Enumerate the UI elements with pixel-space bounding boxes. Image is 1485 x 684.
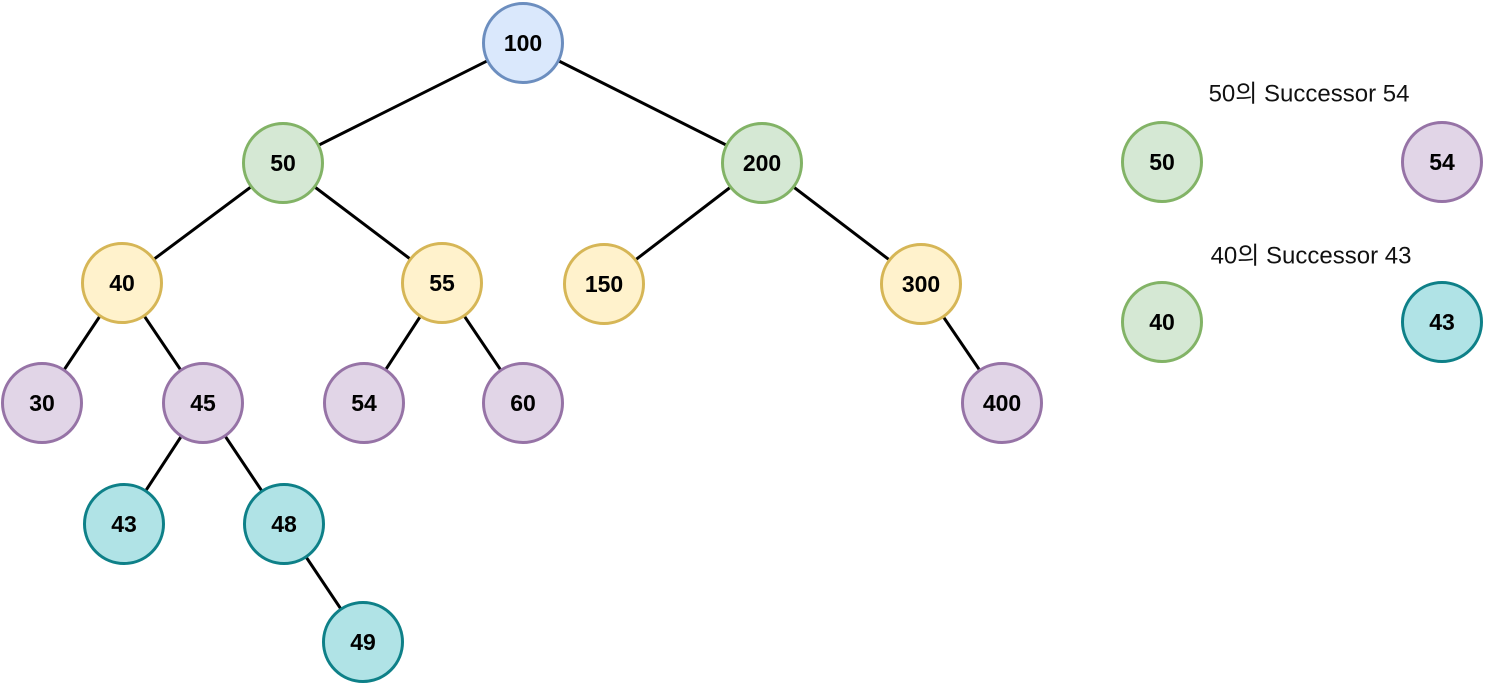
tree-edge-100-50 <box>282 41 524 165</box>
tree-node-40: 40 <box>81 242 163 324</box>
tree-node-60: 60 <box>482 362 564 444</box>
tree-node-48: 48 <box>243 483 325 565</box>
tree-node-200: 200 <box>721 122 803 204</box>
annotation-2-node-40: 40 <box>1121 281 1203 363</box>
tree-node-54: 54 <box>323 362 405 444</box>
annotation-1-node-50: 50 <box>1121 121 1203 203</box>
annotation-2-caption: 40의 Successor 43 <box>1210 242 1412 270</box>
tree-node-49: 49 <box>322 601 404 683</box>
tree-node-300: 300 <box>880 243 962 325</box>
annotation-1-caption: 50의 Successor 54 <box>1208 80 1410 108</box>
tree-node-43: 43 <box>83 483 165 565</box>
tree-node-30: 30 <box>1 362 83 444</box>
annotation-1-node-54: 54 <box>1401 121 1483 203</box>
tree-node-400: 400 <box>961 362 1043 444</box>
tree-edge-100-200 <box>522 41 763 165</box>
tree-node-150: 150 <box>563 243 645 325</box>
tree-node-45: 45 <box>162 362 244 444</box>
tree-node-50: 50 <box>242 122 324 204</box>
annotation-2-node-43: 43 <box>1401 281 1483 363</box>
tree-node-55: 55 <box>401 242 483 324</box>
tree-node-100: 100 <box>482 2 564 84</box>
